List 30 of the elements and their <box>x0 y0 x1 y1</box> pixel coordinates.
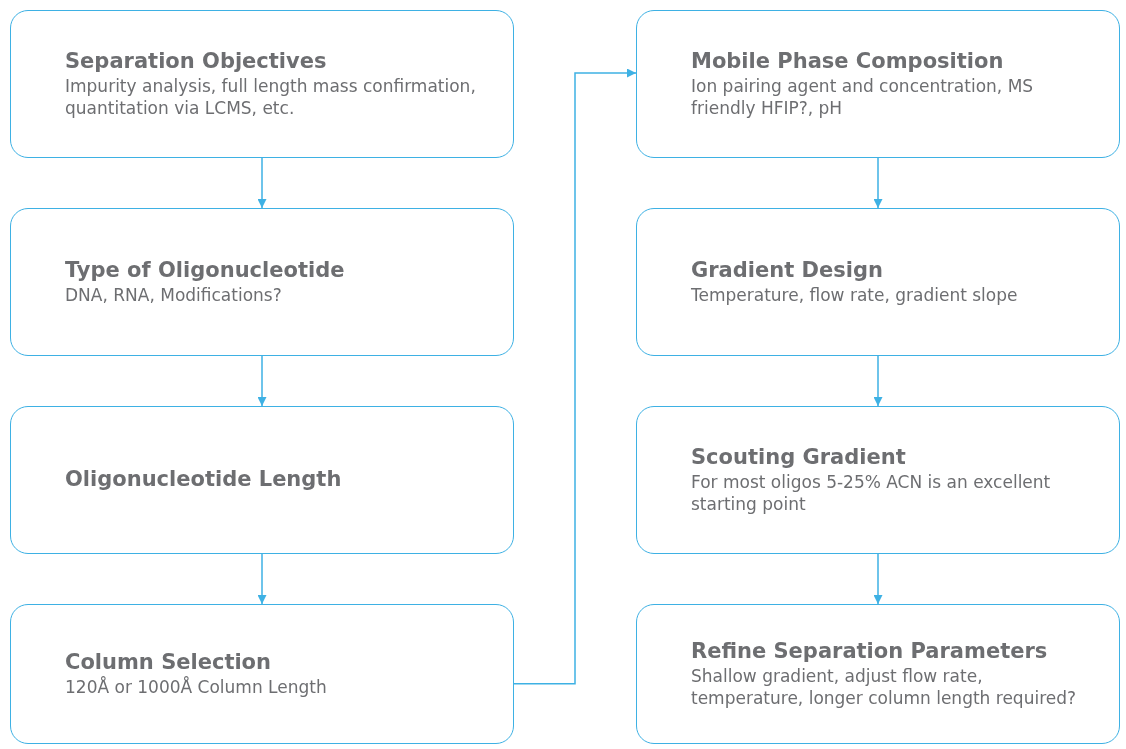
arrow <box>513 68 637 685</box>
step-title: Oligonucleotide Length <box>65 467 343 493</box>
process-box <box>636 604 1120 744</box>
arrow <box>257 355 267 407</box>
step-title: Scouting Gradient <box>691 444 907 470</box>
step-title: Mobile Phase Composition <box>691 48 1005 74</box>
step-title: Gradient Design <box>691 257 884 284</box>
process-box <box>636 406 1120 554</box>
step-title: Column Selection <box>65 649 272 676</box>
process-box <box>10 208 514 356</box>
arrow <box>873 553 883 605</box>
step-description: For most oligos 5-25% ACN is an excellent starting point <box>691 471 1052 516</box>
process-box <box>10 10 514 158</box>
process-box <box>636 10 1120 158</box>
step-description: DNA, RNA, Modifications? <box>65 284 283 307</box>
process-box <box>10 406 514 554</box>
process-box <box>10 604 514 744</box>
step-description: Shallow gradient, adjust flow rate, temperature, longer column length required? <box>691 665 1078 710</box>
step-title: Refine Separation Parameters <box>691 638 1049 664</box>
step-description: Ion pairing agent and concentration, MS friendly HFIP?, pH <box>691 75 1035 120</box>
step-description: Impurity analysis, full length mass confirmation, quantitation via LCMS, etc. <box>65 75 477 120</box>
step-title: Type of Oligonucleotide <box>65 257 346 284</box>
arrow <box>873 157 883 209</box>
arrow <box>257 157 267 209</box>
arrow <box>873 355 883 407</box>
step-description: 120Å or 1000Å Column Length <box>65 676 328 699</box>
arrow <box>257 553 267 605</box>
step-description: Temperature, flow rate, gradient slope <box>691 284 1019 307</box>
process-box <box>636 208 1120 356</box>
step-title: Separation Objectives <box>65 48 328 74</box>
